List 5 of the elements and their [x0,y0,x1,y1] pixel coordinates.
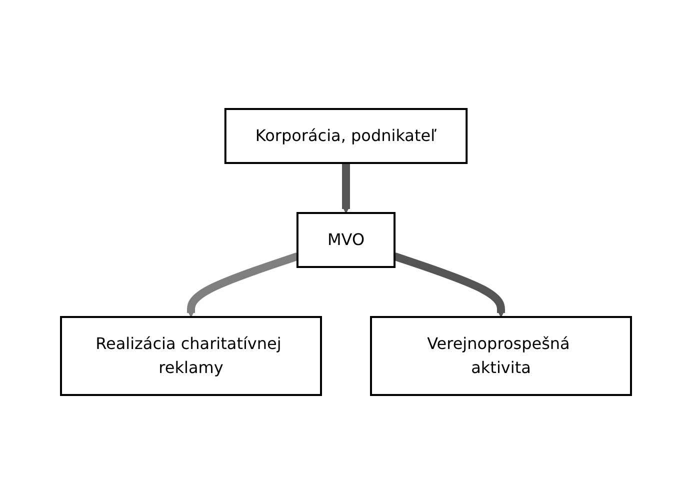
node-box: MVO [296,212,396,268]
node-box: Korporácia, podnikateľ [224,108,468,164]
node-box: Verejnoprospešná aktivita [370,316,632,396]
node-box: Realizácia charitatívnej reklamy [60,316,322,396]
arrow [341,162,350,213]
